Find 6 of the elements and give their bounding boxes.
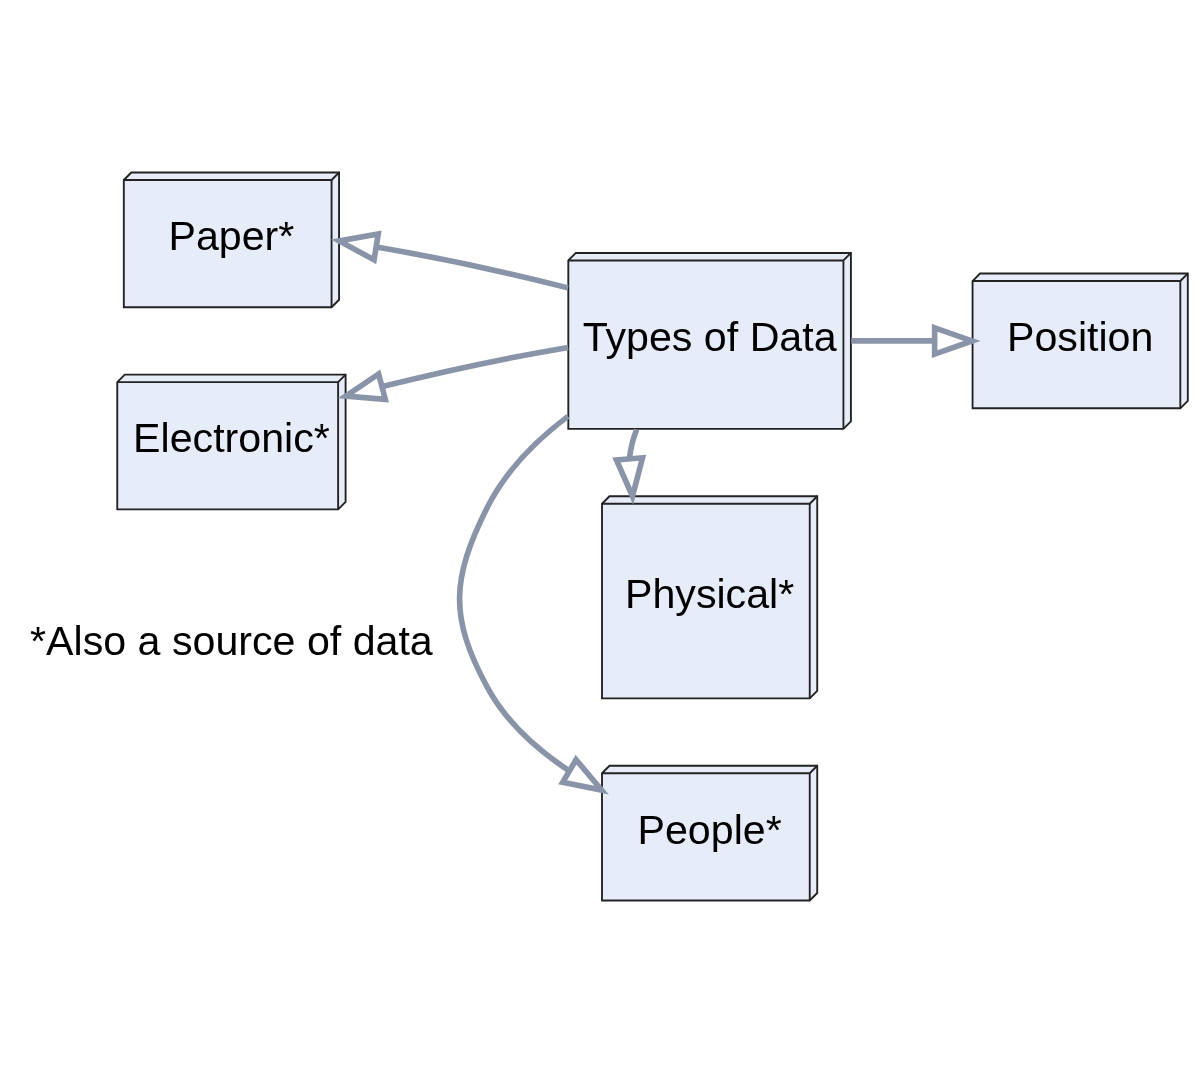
- label: *Also a source of data: [30, 617, 433, 664]
- arrow: [330, 230, 569, 291]
- arrow: [851, 323, 981, 358]
- arrow: [456, 413, 609, 794]
- arrow: [337, 344, 569, 402]
- arrow: [612, 428, 647, 505]
